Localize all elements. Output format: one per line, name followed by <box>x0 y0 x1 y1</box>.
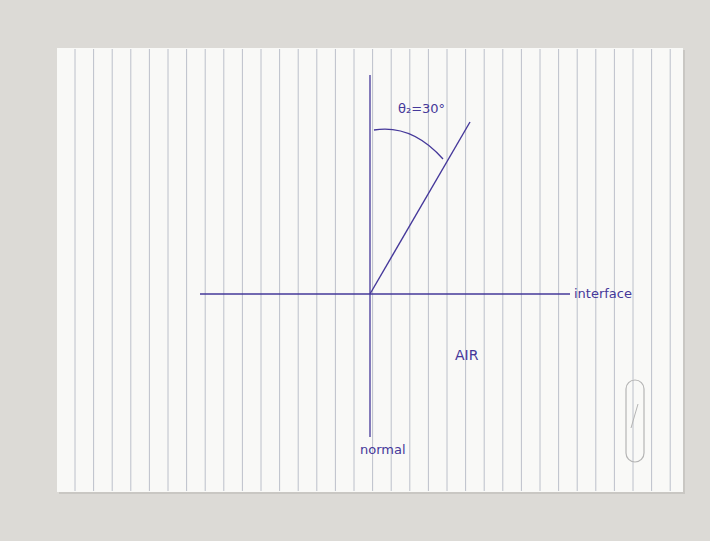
paper-rule <box>502 49 503 491</box>
paper-rule <box>242 49 243 491</box>
paper-rule <box>130 49 131 491</box>
paper-rule <box>670 49 671 491</box>
paper-rule <box>391 49 392 491</box>
interface-line <box>200 293 570 294</box>
paper-rule <box>577 49 578 491</box>
paper-rule <box>223 49 224 491</box>
paper-rule <box>335 49 336 491</box>
angle-label: θ₂=30° <box>398 101 445 117</box>
light-ray <box>370 122 470 294</box>
paper-rule <box>316 49 317 491</box>
paper-sheet <box>57 48 683 492</box>
paper-rule <box>595 49 596 491</box>
binder-mark <box>631 404 638 428</box>
paper-rule <box>205 49 206 491</box>
paper-rule <box>651 49 652 491</box>
paper-rule <box>168 49 169 491</box>
paper-rule <box>447 49 448 491</box>
axis-label: interface <box>574 286 632 302</box>
paper-rule <box>465 49 466 491</box>
normal-line <box>369 75 370 437</box>
paper-rule <box>298 49 299 491</box>
paper-rule <box>112 49 113 491</box>
paper-rule <box>521 49 522 491</box>
paper-rule <box>186 49 187 491</box>
paper-rule <box>540 49 541 491</box>
paper-rule <box>633 49 634 491</box>
paper-rules <box>75 49 670 491</box>
paper-rule <box>614 49 615 491</box>
paper-rule <box>354 49 355 491</box>
axis-label: normal <box>360 442 406 458</box>
paper-rule <box>149 49 150 491</box>
binder-slot <box>626 380 644 462</box>
angle-arc <box>374 129 443 159</box>
paper-rule <box>372 49 373 491</box>
paper-rule <box>261 49 262 491</box>
paper-rule <box>484 49 485 491</box>
paper-rule <box>558 49 559 491</box>
paper-rule <box>75 49 76 491</box>
medium-label: AIR <box>455 347 478 363</box>
paper-rule <box>279 49 280 491</box>
paper-rule <box>93 49 94 491</box>
